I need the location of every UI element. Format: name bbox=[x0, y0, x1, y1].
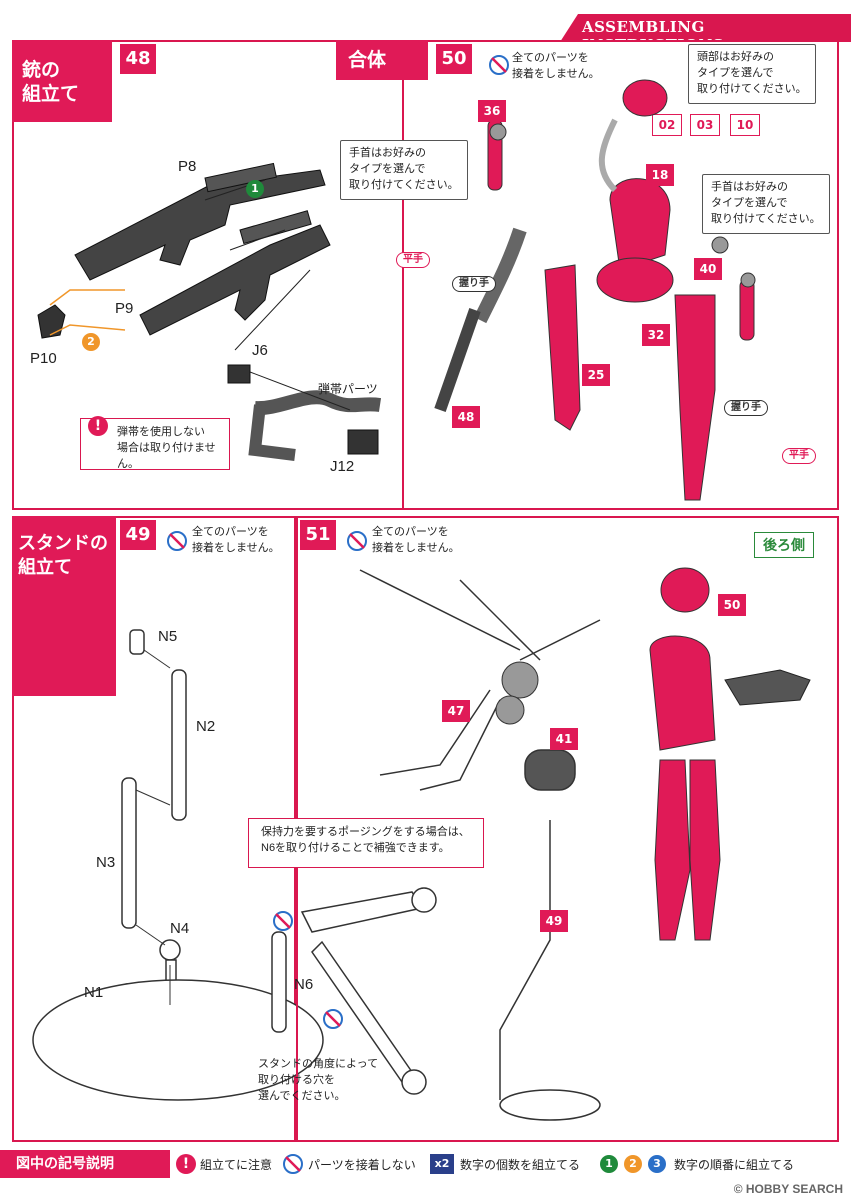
part-label-p9: P9 bbox=[115, 300, 134, 317]
step48-title-line1: 銃の bbox=[22, 59, 61, 81]
angle-note-line3: 選んでください。 bbox=[258, 1090, 346, 1102]
flat-hand-tag-left: 平手 bbox=[396, 252, 430, 268]
legend-warn-text: 組立てに注意 bbox=[200, 1158, 273, 1172]
left-wrist-note-line1: 手首はお好みの bbox=[349, 147, 426, 159]
part-50: 50 bbox=[718, 594, 746, 616]
part-48: 48 bbox=[452, 406, 480, 428]
part-18: 18 bbox=[646, 164, 674, 186]
part-label-j12: J12 bbox=[330, 458, 355, 475]
step48-title-line2: 組立て bbox=[22, 83, 80, 105]
step48-number: 48 bbox=[120, 44, 156, 74]
ammo-warning-line1: 弾帯を使用しない bbox=[117, 426, 205, 438]
step50-no-glue-line1: 全てのパーツを bbox=[512, 52, 589, 64]
no-glue-icon bbox=[347, 531, 367, 551]
head-choice-callout: 頭部はお好みの タイプを選んで 取り付けてください。 bbox=[688, 44, 816, 104]
head-note-line2: タイプを選んで bbox=[697, 67, 774, 79]
legend-order-1: 1 bbox=[600, 1155, 618, 1173]
step51-no-glue-line1: 全てのパーツを bbox=[372, 526, 449, 538]
legend-no-glue-icon bbox=[283, 1154, 303, 1174]
reinforce-callout: 保持力を要するポージングをする場合は、 N6を取り付けることで補強できます。 bbox=[248, 818, 484, 868]
grip-hand-tag-left: 握り手 bbox=[452, 276, 496, 292]
ammo-warning-icon: ! bbox=[88, 416, 108, 436]
n6-illustration bbox=[271, 887, 437, 1095]
step48-frame bbox=[12, 40, 404, 510]
right-wrist-note-line1: 手首はお好みの bbox=[711, 181, 788, 193]
no-glue-icon bbox=[489, 55, 509, 75]
part-32: 32 bbox=[642, 324, 670, 346]
gun-illustration bbox=[37, 162, 382, 461]
head-note-line3: 取り付けてください。 bbox=[697, 83, 807, 95]
legend-multiplier-badge: x2 bbox=[430, 1154, 454, 1174]
step50-title-tab bbox=[336, 40, 428, 80]
back-side-tag: 後ろ側 bbox=[754, 532, 814, 558]
part-label-j6: J6 bbox=[252, 342, 268, 359]
right-wrist-note-line2: タイプを選んで bbox=[711, 197, 788, 209]
legend-order-text: 数字の順番に組立てる bbox=[674, 1158, 795, 1172]
left-wrist-callout: 手首はお好みの タイプを選んで 取り付けてください。 bbox=[340, 140, 468, 200]
part-label-n2: N2 bbox=[196, 718, 216, 735]
reinforce-line2: N6を取り付けることで補強できます。 bbox=[261, 842, 450, 854]
legend-title: 図中の記号説明 bbox=[0, 1150, 170, 1178]
step49-no-glue-line1: 全てのパーツを bbox=[192, 526, 269, 538]
part-41: 41 bbox=[550, 728, 578, 750]
step48-title-tab bbox=[12, 40, 112, 122]
no-glue-icon bbox=[323, 1009, 343, 1029]
final-assembly-illustration bbox=[359, 567, 811, 1121]
step50-number: 50 bbox=[436, 44, 472, 74]
right-wrist-note-line3: 取り付けてください。 bbox=[711, 213, 821, 225]
part-36: 36 bbox=[478, 100, 506, 122]
robot-figure-illustration bbox=[434, 79, 756, 501]
angle-note-line1: スタンドの角度によって bbox=[258, 1058, 379, 1070]
legend-order-3: 3 bbox=[648, 1155, 666, 1173]
step50-title: 合体 bbox=[348, 49, 387, 71]
no-glue-icon bbox=[273, 911, 293, 931]
ammo-belt-label: 弾帯パーツ bbox=[318, 382, 378, 396]
right-wrist-callout: 手首はお好みの タイプを選んで 取り付けてください。 bbox=[702, 174, 830, 234]
angle-note-line2: 取り付ける穴を bbox=[258, 1074, 335, 1086]
head-option-03: 03 bbox=[690, 114, 720, 136]
header-strip bbox=[560, 14, 851, 42]
legend-order-2: 2 bbox=[624, 1155, 642, 1173]
part-47: 47 bbox=[442, 700, 470, 722]
head-option-10: 10 bbox=[730, 114, 760, 136]
part-label-n4: N4 bbox=[170, 920, 190, 937]
part-25: 25 bbox=[582, 364, 610, 386]
step50-frame bbox=[334, 40, 839, 510]
no-glue-icon bbox=[167, 531, 187, 551]
left-wrist-note-line3: 取り付けてください。 bbox=[349, 179, 459, 191]
part-label-n6: N6 bbox=[294, 976, 314, 993]
order-1-badge: 1 bbox=[246, 180, 264, 198]
step51-number: 51 bbox=[300, 520, 336, 550]
watermark: © HOBBY SEARCH bbox=[733, 1182, 843, 1196]
order-2-badge: 2 bbox=[82, 333, 100, 351]
part-label-n5: N5 bbox=[158, 628, 178, 645]
part-label-p8: P8 bbox=[178, 158, 197, 175]
part-40: 40 bbox=[694, 258, 722, 280]
step50-no-glue-line2: 接着をしません。 bbox=[512, 68, 600, 80]
flat-hand-tag-right: 平手 bbox=[782, 448, 816, 464]
step49-no-glue-line2: 接着をしません。 bbox=[192, 542, 280, 554]
left-wrist-note-line2: タイプを選んで bbox=[349, 163, 426, 175]
reinforce-line1: 保持力を要するポージングをする場合は、 bbox=[261, 826, 470, 838]
ammo-warning-line2: 場合は取り付けません。 bbox=[117, 442, 216, 470]
part-label-n1: N1 bbox=[84, 984, 104, 1001]
head-option-02: 02 bbox=[652, 114, 682, 136]
grip-hand-tag-right: 握り手 bbox=[724, 400, 768, 416]
part-label-p10: P10 bbox=[30, 350, 57, 367]
step51-no-glue-line2: 接着をしません。 bbox=[372, 542, 460, 554]
step49-title-tab bbox=[12, 516, 116, 696]
legend-multiplier-text: 数字の個数を組立てる bbox=[460, 1158, 581, 1172]
part-49: 49 bbox=[540, 910, 568, 932]
part-label-n3: N3 bbox=[96, 854, 116, 871]
head-note-line1: 頭部はお好みの bbox=[697, 51, 774, 63]
step49-title-line2: 組立て bbox=[18, 557, 72, 578]
step49-title-line1: スタンドの bbox=[18, 533, 108, 554]
legend-no-glue-text: パーツを接着しない bbox=[308, 1158, 416, 1172]
step49-number: 49 bbox=[120, 520, 156, 550]
stand-illustration bbox=[32, 629, 324, 1101]
legend-warn-icon: ! bbox=[176, 1154, 196, 1174]
